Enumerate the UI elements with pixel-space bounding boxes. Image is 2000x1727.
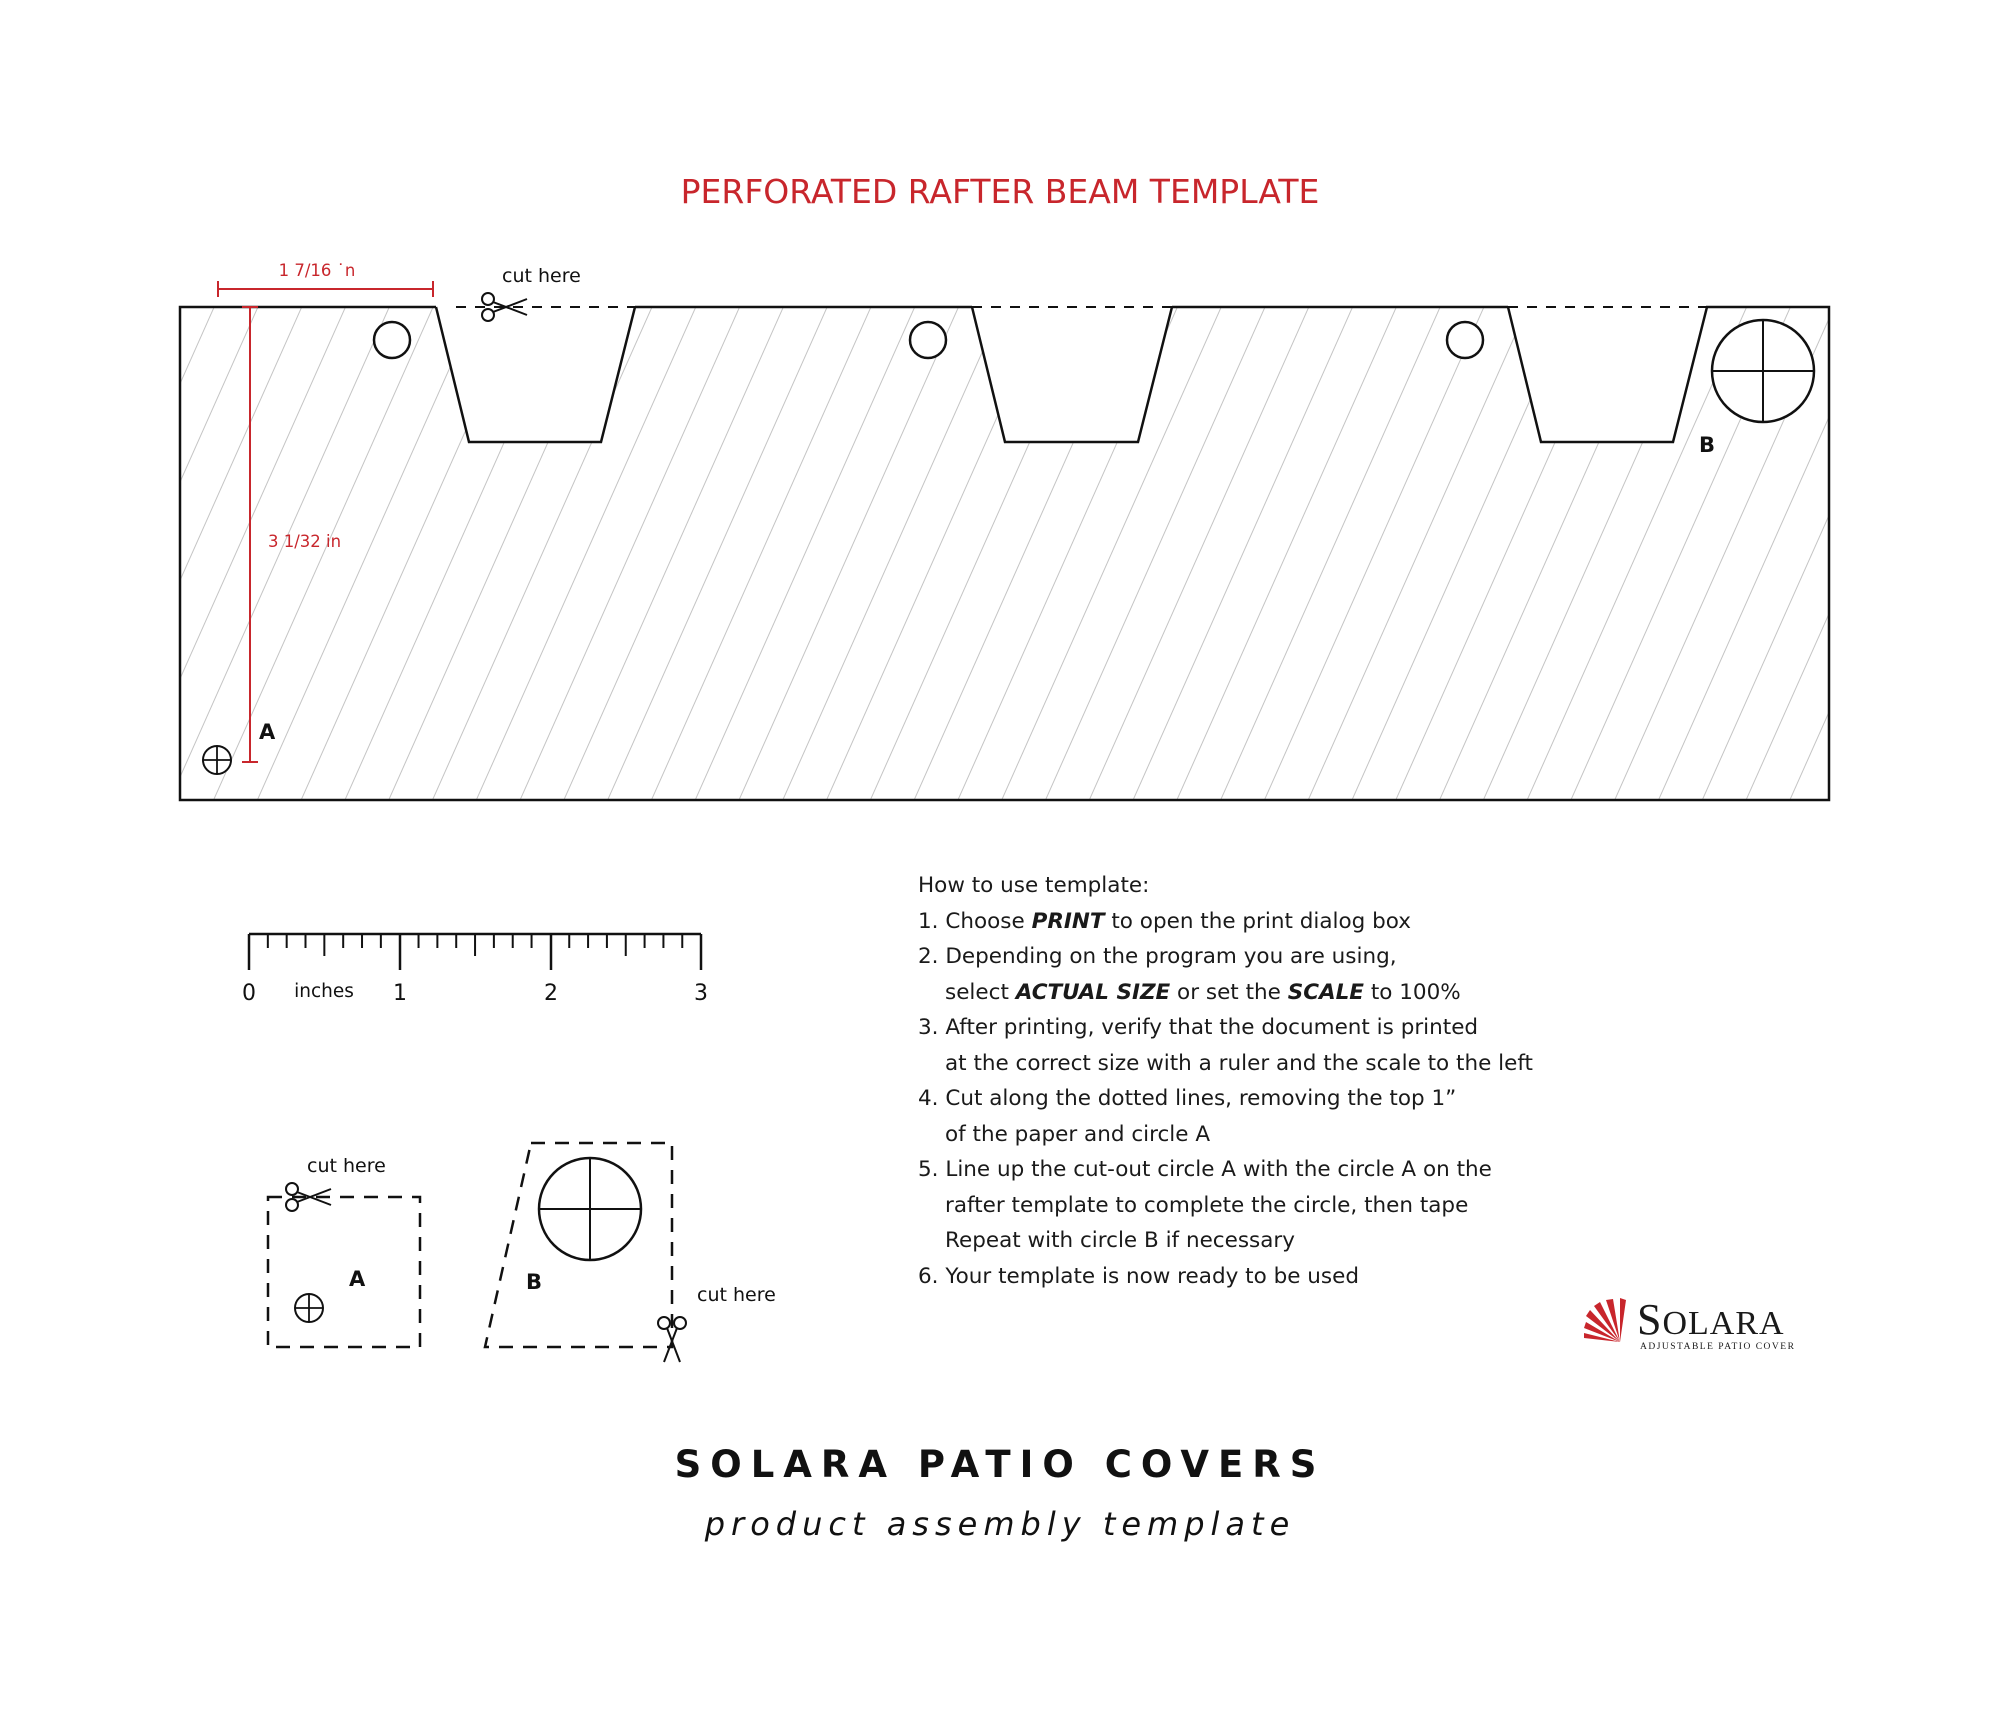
instruction-step-5-line-3: Repeat with circle B if necessary bbox=[945, 1228, 1295, 1253]
footer-title: SOLARA PATIO COVERS bbox=[674, 1443, 1326, 1486]
instruction-step-6: 6. Your template is now ready to be used bbox=[918, 1263, 1359, 1289]
instruction-step-1: 1. Choose PRINT to open the print dialog… bbox=[918, 904, 1618, 940]
cutout-b-cut-here-label: cut here bbox=[697, 1284, 776, 1306]
instructions-heading: How to use template: bbox=[918, 873, 1150, 898]
marker-b-label: B bbox=[1699, 433, 1715, 457]
rafter-beam-outline bbox=[178, 305, 1831, 802]
step2-emphasis-2: SCALE bbox=[1287, 979, 1364, 1005]
ruler-label-2: 2 bbox=[544, 981, 558, 1006]
crosshair-a-icon bbox=[202, 745, 232, 775]
perforation-hole-3 bbox=[1445, 320, 1485, 360]
instructions-block: How to use template: 1. Choose PRINT to … bbox=[918, 868, 1618, 1294]
solara-logo: SOLARA ADJUSTABLE PATIO COVER bbox=[1580, 1295, 1800, 1354]
instruction-step-2-line-2: select ACTUAL SIZE or set the SCALE to 1… bbox=[918, 975, 1618, 1011]
instruction-step-3-line-1: 3. After printing, verify that the docum… bbox=[918, 1015, 1479, 1040]
step1-text: 1. Choose bbox=[918, 908, 1032, 934]
cutout-b-outline[interactable] bbox=[483, 1141, 674, 1349]
scissors-icon bbox=[481, 292, 528, 322]
instruction-step-5-line-2: rafter template to complete the circle, … bbox=[945, 1192, 1469, 1218]
cut-here-label-top: cut here bbox=[502, 265, 581, 287]
logo-tagline: ADJUSTABLE PATIO COVER bbox=[1640, 1342, 1796, 1352]
instruction-step-5-line-1: 5. Line up the cut-out circle A with the… bbox=[918, 1157, 1492, 1182]
dimension-height-label: 3 1/32 in bbox=[268, 532, 341, 551]
cutout-a-scissors-icon bbox=[285, 1182, 332, 1212]
step2-text-end: to 100% bbox=[1364, 979, 1461, 1005]
marker-a-label: A bbox=[259, 720, 276, 744]
ruler-label-3: 3 bbox=[694, 981, 708, 1006]
ruler-unit-label: inches bbox=[294, 981, 354, 1002]
perforation-hole-1 bbox=[372, 320, 412, 360]
logo-wordmark: SOLARA bbox=[1637, 1294, 1785, 1345]
cutout-a-label: A bbox=[349, 1267, 366, 1291]
step2-text: select bbox=[945, 979, 1016, 1005]
dimension-width-label: 1 7/16 ˙n bbox=[279, 261, 356, 280]
cutout-a-crosshair-icon bbox=[294, 1293, 324, 1323]
ruler-label-1: 1 bbox=[393, 981, 407, 1006]
instruction-step-3-line-2: at the correct size with a ruler and the… bbox=[945, 1050, 1533, 1076]
cutout-b-label: B bbox=[526, 1270, 542, 1294]
dimension-height bbox=[242, 306, 258, 763]
footer-subtitle: product assembly template bbox=[704, 1505, 1296, 1543]
dimension-width bbox=[217, 281, 434, 297]
perforation-hole-2 bbox=[908, 320, 948, 360]
step1-text-end: to open the print dialog box bbox=[1104, 908, 1412, 934]
cutout-b-crosshair-icon bbox=[537, 1156, 643, 1262]
rafter-beam-shape bbox=[180, 307, 1829, 800]
instruction-step-2-line-1: 2. Depending on the program you are usin… bbox=[918, 944, 1397, 969]
sunburst-logo-icon bbox=[1584, 1298, 1626, 1342]
instruction-step-4-line-1: 4. Cut along the dotted lines, removing … bbox=[918, 1086, 1457, 1111]
ruler-minor-ticks bbox=[266, 934, 684, 956]
cutout-a-cut-here-label: cut here bbox=[307, 1155, 386, 1177]
step2-text-mid: or set the bbox=[1170, 979, 1288, 1005]
crosshair-b-icon bbox=[1710, 318, 1816, 424]
cutout-b-scissors-icon bbox=[657, 1316, 687, 1363]
logo-initial: S bbox=[1637, 1295, 1663, 1344]
page-title: PERFORATED RAFTER BEAM TEMPLATE bbox=[681, 172, 1320, 211]
ruler-label-0: 0 bbox=[242, 981, 256, 1006]
step1-emphasis: PRINT bbox=[1031, 908, 1105, 934]
cutout-a-outline[interactable] bbox=[266, 1195, 422, 1349]
logo-rest: OLARA bbox=[1662, 1305, 1785, 1342]
instruction-step-4-line-2: of the paper and circle A bbox=[945, 1121, 1211, 1147]
step2-emphasis-1: ACTUAL SIZE bbox=[1015, 979, 1171, 1005]
